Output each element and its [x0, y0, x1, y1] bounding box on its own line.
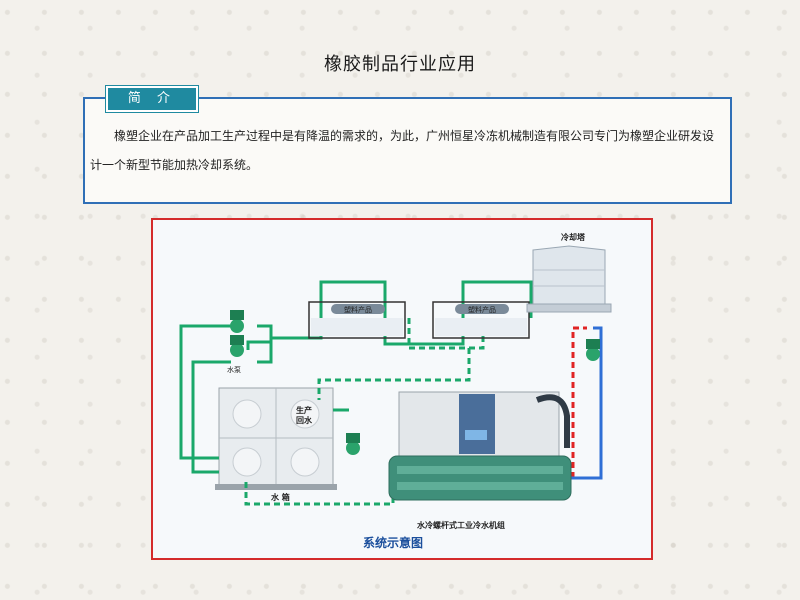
- chiller-label: 水冷螺杆式工业冷水机组: [416, 520, 505, 530]
- page-title: 橡胶制品行业应用: [324, 54, 476, 75]
- return-label-line2: 回水: [296, 415, 313, 425]
- diagram-caption: 系统示意图: [363, 535, 423, 550]
- intro-tab: 简 介: [105, 85, 199, 113]
- pump-icon: [230, 310, 600, 455]
- chiller-unit: [388, 391, 572, 501]
- intro-text: 橡塑企业在产品加工生产过程中是有降温的需求的，为此，广州恒星冷冻机械制造有限公司…: [90, 129, 715, 172]
- intro-box: [83, 97, 732, 204]
- product-label-1: 塑料产品: [344, 305, 372, 314]
- system-diagram: 水 箱 生产 回水 塑料产品: [151, 218, 653, 560]
- cooling-tower-icon: [526, 245, 612, 313]
- diagram-svg: 水 箱 生产 回水 塑料产品: [179, 232, 612, 550]
- blue-pipe: [557, 326, 603, 480]
- water-tank: [215, 387, 337, 490]
- pump-label: 水泵: [227, 365, 241, 374]
- green-pipes: [179, 280, 533, 474]
- product-mold-1: [308, 301, 406, 339]
- tank-label: 水 箱: [270, 492, 290, 502]
- return-label-line1: 生产: [296, 405, 312, 415]
- cooling-tower-label: 冷却塔: [561, 232, 586, 242]
- product-mold-2: [432, 301, 530, 339]
- product-label-2: 塑料产品: [468, 305, 496, 314]
